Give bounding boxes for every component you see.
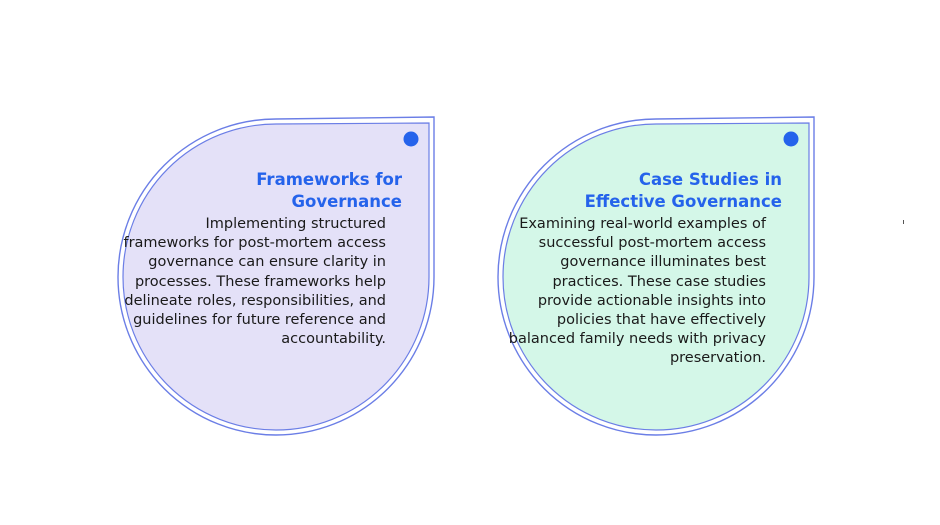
card-body-text: Implementing structured frameworks for p… — [123, 216, 386, 348]
teardrop-shape — [117, 116, 435, 436]
stray-mark — [903, 220, 904, 224]
accent-dot — [403, 131, 419, 147]
teardrop-fill — [502, 122, 810, 431]
case-studies-card: Case Studies in Effective Governance Exa… — [496, 116, 816, 437]
framework-card: Frameworks for Governance Implementing s… — [116, 116, 436, 437]
teardrop-outer-outline — [117, 116, 435, 436]
accent-dot — [783, 131, 799, 147]
teardrop-outer-outline — [497, 116, 815, 436]
card-body-text: Examining real-world examples of success… — [508, 216, 766, 367]
card-title: Case Studies in Effective Governance — [584, 170, 782, 211]
card-title: Frameworks for Governance — [256, 170, 402, 211]
teardrop-fill — [122, 122, 430, 431]
teardrop-shape — [497, 116, 815, 436]
